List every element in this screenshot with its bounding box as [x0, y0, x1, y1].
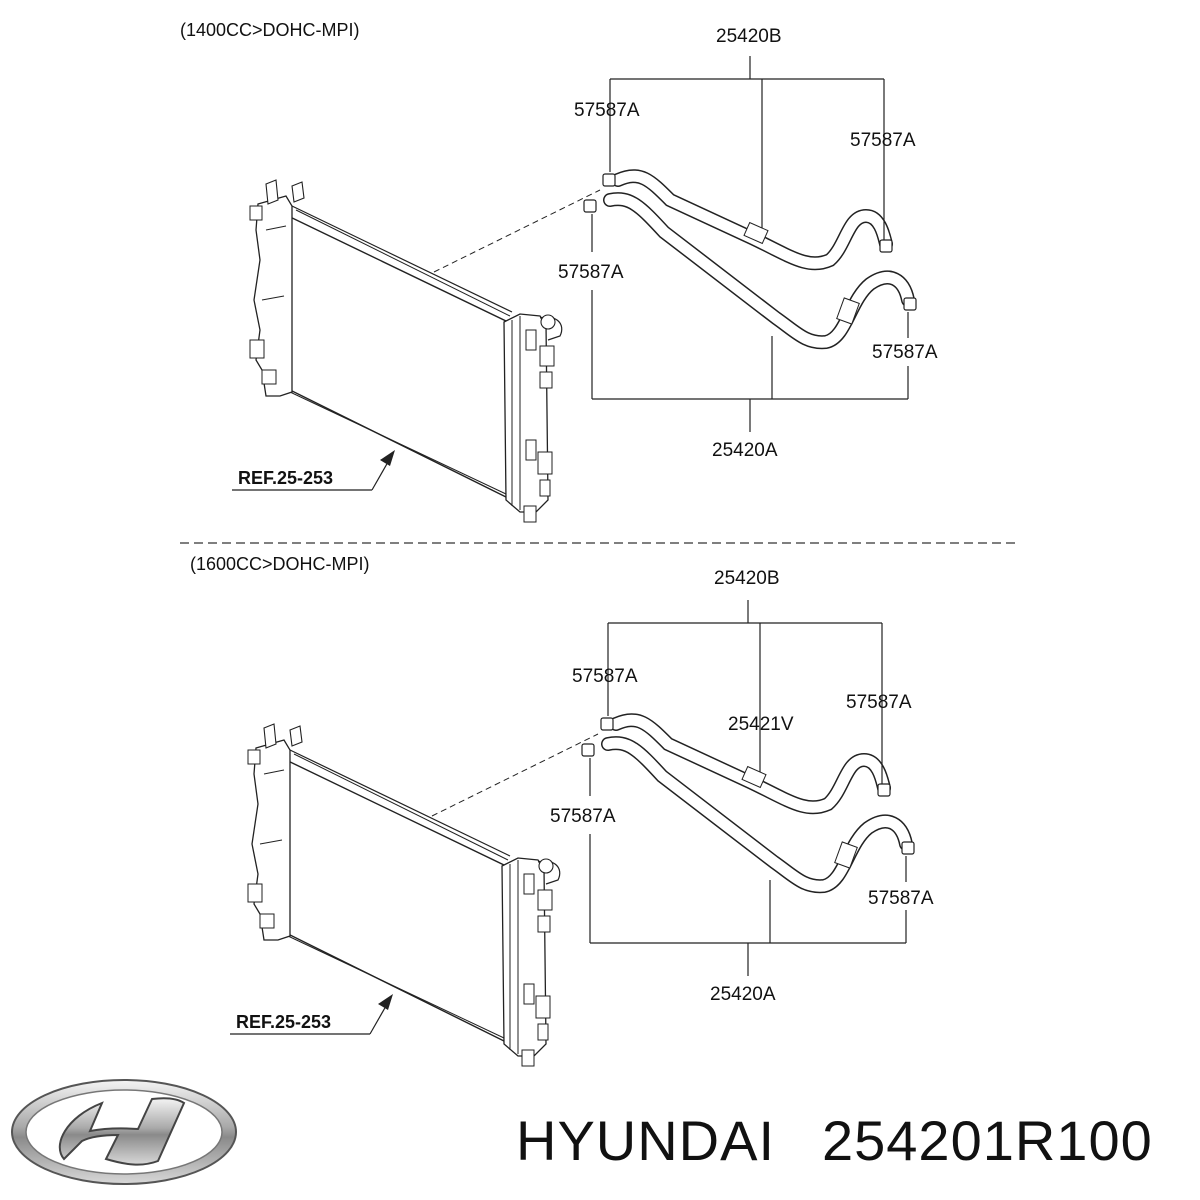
- top-ref-label: REF.25-253: [238, 468, 334, 488]
- top-label-25420B: 25420B: [716, 26, 782, 47]
- bottom-label-25421V: 25421V: [728, 714, 794, 735]
- top-engine-label: (1400CC>DOHC-MPI): [180, 20, 360, 40]
- bottom-engine-label: (1600CC>DOHC-MPI): [190, 554, 370, 574]
- top-label-clamp-br: 57587A: [872, 342, 938, 363]
- top-label-clamp-ml: 57587A: [558, 262, 624, 283]
- top-radiator-assembly: [232, 56, 916, 522]
- bottom-label-25420A: 25420A: [710, 984, 776, 1005]
- brand-name: HYUNDAI: [516, 1109, 776, 1172]
- top-label-25420A: 25420A: [712, 440, 778, 461]
- hyundai-logo-icon: [11, 1079, 237, 1185]
- bottom-ref-label: REF.25-253: [236, 1012, 332, 1032]
- top-label-clamp-tr: 57587A: [850, 130, 916, 151]
- bottom-label-clamp-tl: 57587A: [572, 666, 638, 687]
- bottom-label-clamp-br: 57587A: [868, 888, 934, 909]
- bottom-label-25420B: 25420B: [714, 568, 780, 589]
- top-label-clamp-tl: 57587A: [574, 100, 640, 121]
- bottom-label-clamp-tr: 57587A: [846, 692, 912, 713]
- part-number: 254201R100: [822, 1109, 1153, 1172]
- bottom-label-clamp-ml: 57587A: [550, 806, 616, 827]
